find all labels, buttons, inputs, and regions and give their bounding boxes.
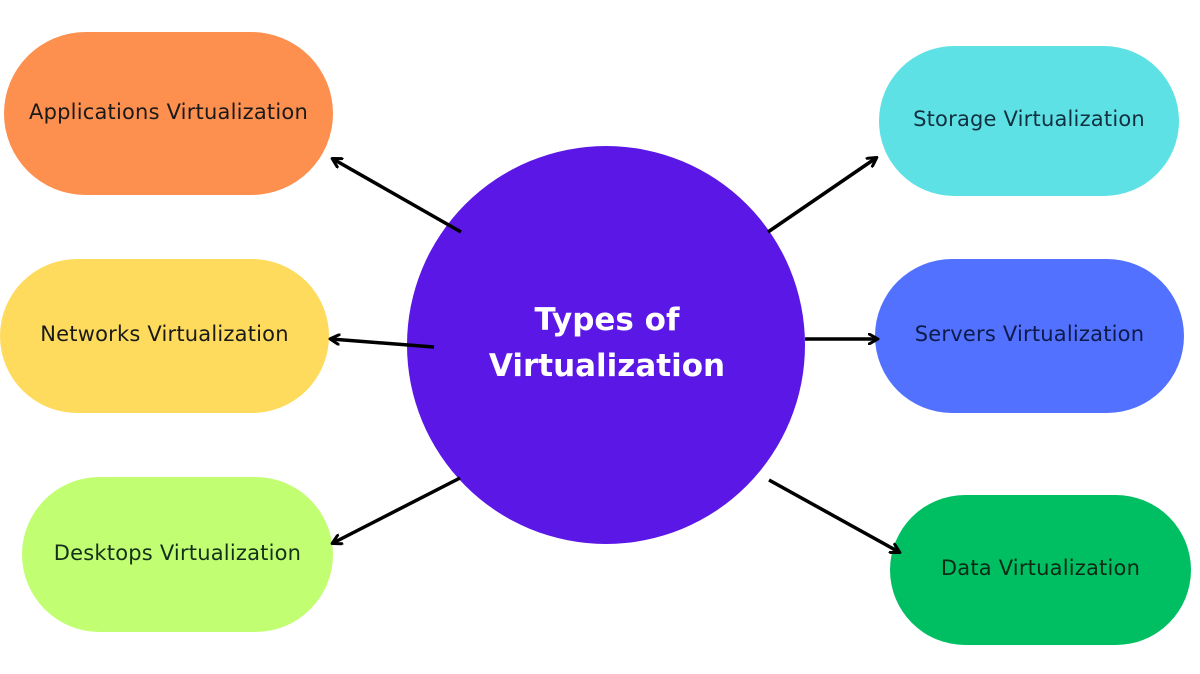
arrow-to-desktops <box>333 476 461 543</box>
arrow-to-data <box>768 478 899 552</box>
node-servers-virtualization: Servers Virtualization <box>875 259 1184 413</box>
node-data-virtualization: Data Virtualization <box>890 495 1191 645</box>
node-networks-virtualization: Networks Virtualization <box>0 259 329 413</box>
node-desktops-virtualization: Desktops Virtualization <box>22 477 333 632</box>
arrow-to-applications <box>333 159 462 234</box>
node-applications-virtualization: Applications Virtualization <box>4 32 333 195</box>
node-storage-virtualization: Storage Virtualization <box>879 46 1179 196</box>
center-node: Types of Virtualization <box>407 146 805 544</box>
node-label: Networks Virtualization <box>40 322 289 346</box>
node-label: Data Virtualization <box>940 556 1141 580</box>
node-label: Desktops Virtualization <box>53 540 302 565</box>
node-label: Servers Virtualization <box>914 322 1145 346</box>
node-label: Applications Virtualization <box>29 99 308 124</box>
arrow-to-storage <box>767 158 876 234</box>
node-label: Storage Virtualization <box>913 107 1145 131</box>
center-title: Types of Virtualization <box>488 302 726 384</box>
